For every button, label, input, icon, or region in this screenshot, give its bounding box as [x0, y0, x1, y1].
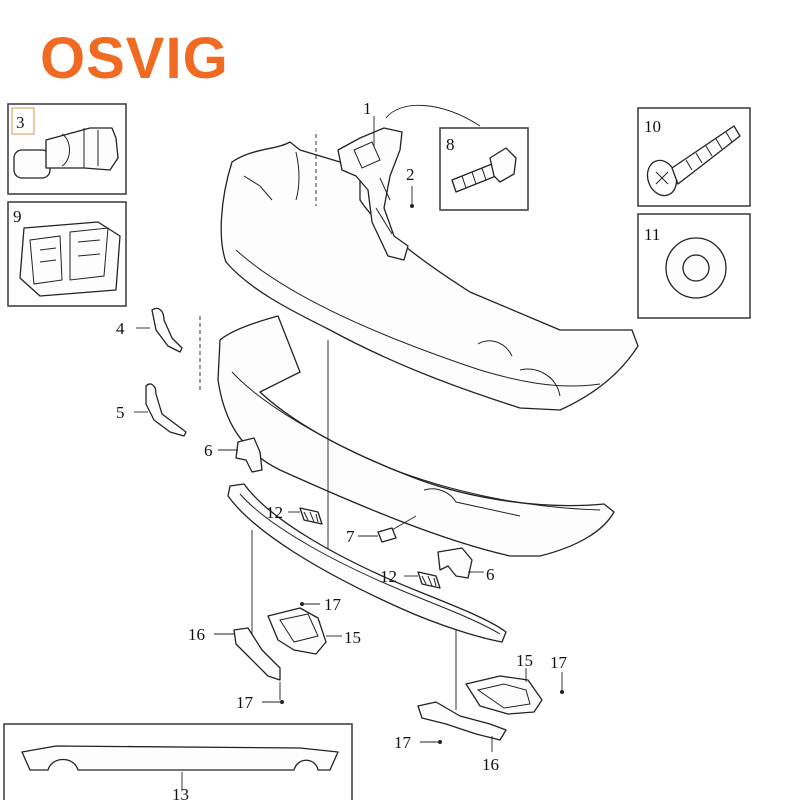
callout-17-b: 17 — [236, 693, 254, 712]
bracket-6-left — [235, 437, 263, 473]
inset-box-9: 9 — [7, 201, 127, 307]
cover-15-left — [267, 607, 327, 655]
bumper-cover-lower — [217, 315, 615, 557]
clip-12-left — [299, 507, 323, 525]
callout-17-c: 17 — [550, 653, 568, 672]
bracket-6-right — [437, 547, 473, 579]
diffuser-panel-icon — [21, 745, 339, 771]
callout-12-left: 12 — [266, 503, 283, 522]
clip-7 — [377, 527, 397, 543]
callout-9: 9 — [13, 207, 22, 226]
callout-6-left: 6 — [204, 441, 213, 460]
callout-17-d: 17 — [394, 733, 412, 752]
callout-2: 2 — [406, 165, 415, 184]
callout-11: 11 — [644, 225, 660, 244]
callout-16-left: 16 — [188, 625, 205, 644]
callout-7: 7 — [346, 527, 355, 546]
inset-box-10: 10 — [637, 107, 751, 207]
push-clip-icon — [13, 127, 119, 179]
reflector-5 — [145, 383, 187, 437]
clip-icon — [19, 221, 121, 297]
inset-box-13: 13 — [3, 723, 353, 800]
callout-17-a: 17 — [324, 595, 342, 614]
inset-box-11: 11 — [637, 213, 751, 319]
callout-8: 8 — [446, 135, 455, 154]
bolt-icon — [451, 147, 517, 193]
callout-10: 10 — [644, 117, 661, 136]
screw-icon — [646, 125, 741, 197]
bumper-cover-upper — [220, 141, 639, 411]
clip-12-right — [417, 571, 441, 589]
callout-5: 5 — [116, 403, 125, 422]
callout-4: 4 — [116, 319, 125, 338]
callout-3: 3 — [16, 113, 25, 132]
callout-1: 1 — [363, 99, 372, 118]
bracket-16-right — [417, 701, 507, 741]
callout-15-left: 15 — [344, 628, 361, 647]
callout-12-right: 12 — [380, 567, 397, 586]
cover-15-right — [465, 675, 543, 715]
callout-6-right: 6 — [486, 565, 495, 584]
reflector-4 — [151, 307, 183, 353]
lower-diffuser — [227, 483, 507, 643]
callout-15-right: 15 — [516, 651, 533, 670]
washer-icon — [665, 237, 727, 299]
bracket-16-left — [233, 627, 281, 681]
brand-logo: OSVIG — [40, 26, 229, 91]
callout-13: 13 — [172, 785, 189, 800]
inset-box-3: 3 — [7, 103, 127, 195]
inset-box-8: 8 — [439, 127, 529, 211]
bracket-1 — [337, 127, 409, 261]
callout-16-right: 16 — [482, 755, 499, 774]
